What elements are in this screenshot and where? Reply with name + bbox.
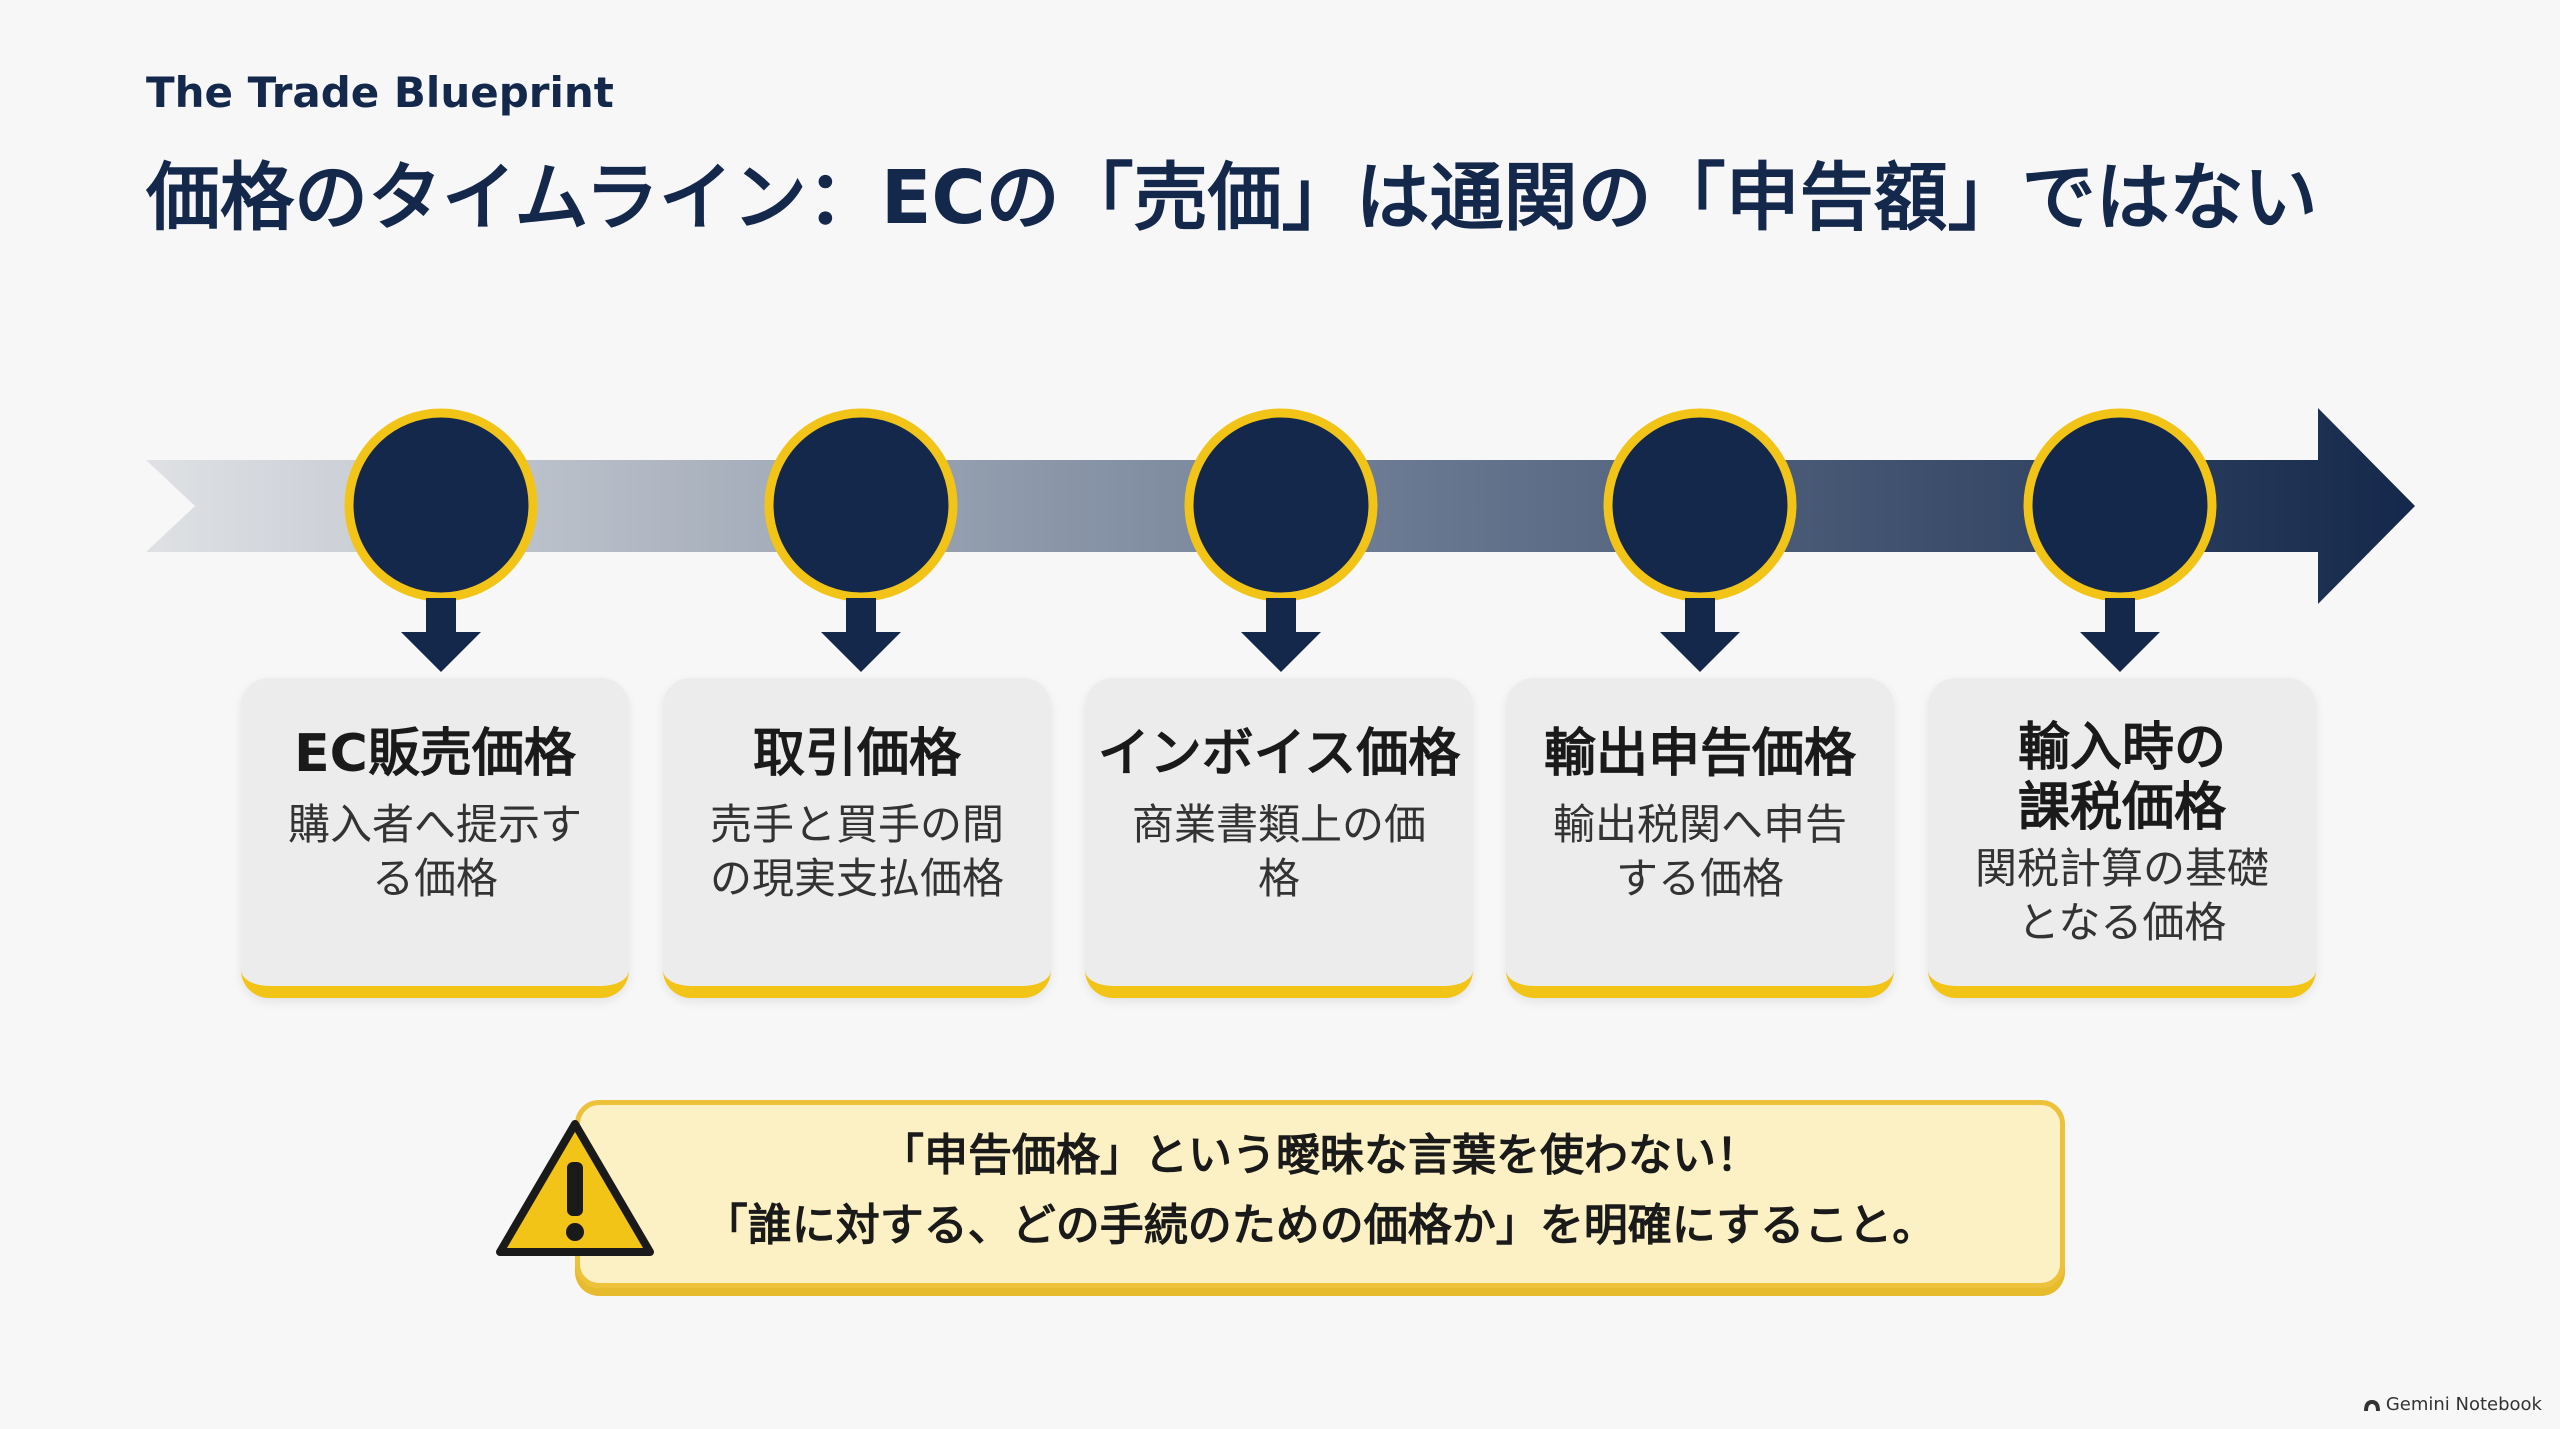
warning-callout: 「申告価格」という曖昧な言葉を使わない！ 「誰に対する、どの手続のための価格か」… [575,1100,2065,1288]
brand-label: The Trade Blueprint [146,68,614,117]
stage-description: 購入者へ提示する価格 [287,800,582,903]
stage-card-invoice-price: インボイス価格 商業書類上の価格 [1085,678,1473,998]
stage-title: 輸出申告価格 [1543,724,1856,784]
footer-label: Gemini Notebook [2385,1394,2542,1415]
timeline-arrow [146,408,2415,672]
timeline-node-5 [2023,408,2217,672]
stage-title: インボイス価格 [1097,724,1461,784]
stage-title: 輸入時の課税価格 [2017,718,2226,838]
page-title: 価格のタイムライン：ECの「売価」は通関の「申告額」ではない [146,155,2318,241]
stage-card-ec-price: EC販売価格 購入者へ提示する価格 [241,678,629,998]
stage-description: 輸出税関へ申告する価格 [1552,800,1847,903]
stage-card-transaction-price: 取引価格 売手と買手の間の現実支払価格 [663,678,1051,998]
timeline-node-3 [1184,408,1378,672]
timeline-node-4 [1603,408,1797,672]
timeline-node-1 [344,408,538,672]
stage-description: 売手と買手の間の現実支払価格 [709,800,1004,903]
stage-description: 関税計算の基礎となる価格 [1974,844,2269,947]
warning-icon [496,1120,654,1256]
warning-line-2: 「誰に対する、どの手続のための価格か」を明確にすること。 [703,1200,1937,1251]
stage-title: EC販売価格 [294,724,576,784]
gemini-notebook-logo-icon [2363,1399,2380,1411]
footer-branding: Gemini Notebook [2362,1394,2542,1415]
warning-line-1: 「申告価格」という曖昧な言葉を使わない！ [880,1130,1760,1181]
stage-card-import-taxable-value: 輸入時の課税価格 関税計算の基礎となる価格 [1928,678,2316,998]
stage-card-export-declared-price: 輸出申告価格 輸出税関へ申告する価格 [1506,678,1894,998]
timeline-node-2 [764,408,958,672]
stage-description: 商業書類上の価格 [1131,800,1426,903]
stage-title: 取引価格 [752,724,961,784]
